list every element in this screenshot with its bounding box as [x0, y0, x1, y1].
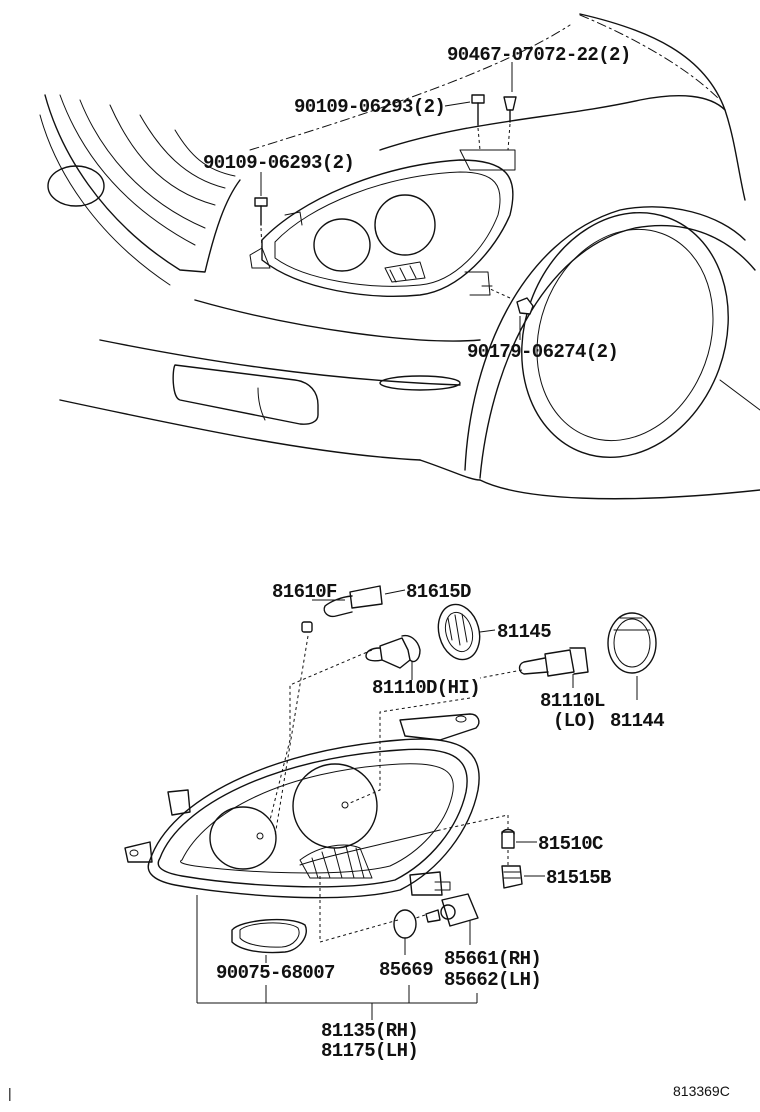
- top-leader-lines: [260, 62, 521, 340]
- headlamp-exploded-illustration: [124, 585, 657, 954]
- label-85669: 85669: [379, 959, 433, 981]
- label-81135-RH: 81135(RH): [321, 1020, 418, 1042]
- label-81515B: 81515B: [546, 867, 611, 889]
- label-90109-06293-lower: 90109-06293(2): [203, 152, 354, 174]
- label-90467-07072-22: 90467-07072-22(2): [447, 44, 631, 66]
- label-81110L-LO: (LO): [553, 710, 596, 732]
- label-81145: 81145: [497, 621, 551, 643]
- part-labels: 90467-07072-22(2) 90109-06293(2) 90109-0…: [8, 44, 730, 1101]
- label-81110L: 81110L: [540, 690, 605, 712]
- vehicle-front-illustration: [39, 13, 760, 500]
- label-81610F: 81610F: [272, 581, 337, 603]
- bottom-leader-lines: [196, 589, 638, 1020]
- label-81615D: 81615D: [406, 581, 471, 603]
- label-90075-68007: 90075-68007: [216, 962, 335, 984]
- label-85662-LH: 85662(LH): [444, 969, 541, 991]
- margin-mark: |: [8, 1085, 12, 1101]
- label-81144: 81144: [610, 710, 664, 732]
- label-85661-RH: 85661(RH): [444, 948, 541, 970]
- label-81110D-HI: 81110D(HI): [372, 677, 480, 699]
- label-81175-LH: 81175(LH): [321, 1040, 418, 1062]
- diagram-reference-code: 813369C: [673, 1083, 730, 1099]
- label-81510C: 81510C: [538, 833, 603, 855]
- label-90179-06274: 90179-06274(2): [467, 341, 618, 363]
- label-90109-06293-upper: 90109-06293(2): [294, 96, 445, 118]
